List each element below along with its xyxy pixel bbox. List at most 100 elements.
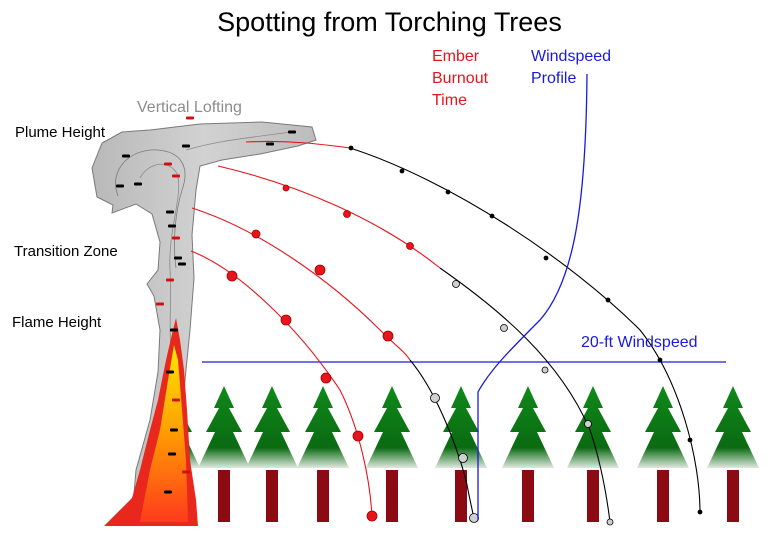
ember-particle	[288, 130, 296, 134]
ember-marker	[352, 430, 364, 442]
ember-marker	[606, 518, 614, 526]
ember-trajectory	[190, 250, 378, 522]
ember-particle	[172, 174, 180, 178]
plume-swirl	[185, 131, 291, 151]
ember-particle	[116, 184, 124, 188]
ember-marker	[687, 437, 693, 443]
plume-height-label: Plume Height	[15, 124, 106, 141]
ember-particle	[134, 182, 142, 186]
ember-marker	[543, 255, 549, 261]
tree-foliage	[366, 386, 418, 468]
ember-particle	[170, 428, 178, 432]
ember-marker	[314, 264, 326, 276]
ember-trajectory	[217, 165, 614, 526]
ember-marker	[382, 330, 394, 342]
plume-shape	[91, 121, 317, 521]
tree-trunk	[727, 470, 739, 522]
ember-marker	[251, 229, 261, 239]
tree-foliage	[435, 386, 487, 468]
ember-particle	[164, 490, 172, 494]
ember-marker	[584, 420, 592, 428]
ember-particle	[156, 302, 164, 306]
ember-trajectory	[191, 207, 479, 523]
tree-trunk	[587, 470, 599, 522]
ember-marker	[500, 324, 508, 332]
tree	[246, 386, 298, 522]
ember-marker	[541, 366, 549, 374]
windspeed-profile-line: Windspeed	[531, 48, 612, 65]
vertical-lofting-label: Vertical Lofting	[137, 99, 242, 116]
ember-particle	[168, 452, 176, 456]
tree-trunk	[522, 470, 534, 522]
trajectory-burning-segment	[245, 140, 351, 149]
flame-height-label: Flame Height	[12, 314, 102, 331]
ember-marker	[348, 145, 354, 151]
ember-particle	[166, 278, 174, 282]
ember-marker	[605, 297, 611, 303]
windspeed-profile-curve	[477, 73, 588, 520]
ember-particle	[166, 210, 174, 214]
tree	[637, 386, 689, 522]
ember-marker	[452, 280, 460, 288]
ember-marker	[458, 453, 468, 463]
windspeed-20ft-label: 20-ft Windspeed	[581, 334, 698, 351]
ember-marker	[697, 509, 703, 515]
tree-foliage	[297, 386, 349, 468]
ember-particle	[168, 224, 176, 228]
ember-marker	[430, 393, 440, 403]
tree-foliage	[198, 386, 250, 468]
tree-trunk	[657, 470, 669, 522]
ember-particle	[172, 398, 180, 402]
trajectory-burnout-segment	[409, 359, 475, 519]
tree	[366, 386, 418, 522]
ember-burnout-label: Ember Burnout Time	[432, 46, 488, 112]
ember-particle	[122, 154, 130, 158]
ember-marker	[320, 372, 332, 384]
ember-particle	[186, 116, 194, 120]
ember-marker	[469, 513, 479, 523]
plume-embers	[116, 116, 296, 494]
flame-core	[140, 345, 188, 522]
ember-particle	[182, 144, 190, 148]
ember-marker	[282, 184, 290, 192]
tree	[707, 386, 759, 522]
tree	[198, 386, 250, 522]
tree-foliage	[567, 386, 619, 468]
tree-foliage	[707, 386, 759, 468]
ember-particle	[174, 256, 182, 260]
tree-foliage	[502, 386, 554, 468]
tree-trunk	[317, 470, 329, 522]
tree-trunk	[266, 470, 278, 522]
ember-marker	[280, 314, 292, 326]
ember-burnout-line: Time	[432, 92, 467, 109]
windspeed-profile-label: Windspeed Profile	[531, 46, 611, 90]
ember-burnout-line: Burnout	[432, 70, 489, 87]
tree	[435, 386, 487, 522]
ember-marker	[343, 210, 351, 218]
ember-particle	[172, 236, 180, 240]
tree-foliage	[246, 386, 298, 468]
tree-trunk	[218, 470, 230, 522]
windspeed-profile-line: Profile	[531, 70, 577, 87]
tree	[567, 386, 619, 522]
tree-foliage	[637, 386, 689, 468]
transition-zone-label: Transition Zone	[14, 243, 118, 260]
ember-marker	[657, 357, 663, 363]
diagram-title: Spotting from Torching Trees	[217, 7, 562, 37]
trajectory-burning-segment	[191, 207, 411, 361]
ember-marker	[366, 510, 378, 522]
ember-burnout-line: Ember	[432, 48, 480, 65]
trajectory-burnout-segment	[349, 147, 701, 513]
ember-particle	[170, 328, 178, 332]
ember-marker	[445, 189, 451, 195]
ember-particle	[182, 470, 190, 474]
tree	[297, 386, 349, 522]
ember-trajectory	[245, 140, 703, 515]
ember-particle	[164, 162, 172, 166]
ember-marker	[399, 168, 405, 174]
ember-particle	[178, 262, 186, 266]
ember-marker	[406, 242, 414, 250]
tree	[502, 386, 554, 522]
ember-marker	[226, 270, 238, 282]
